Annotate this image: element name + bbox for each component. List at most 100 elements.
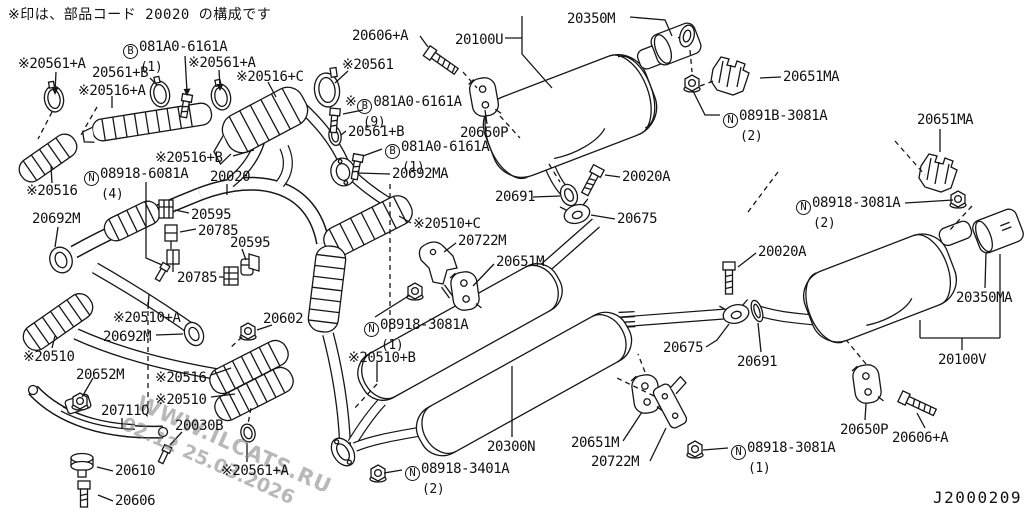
- part-label--20510: ※20510: [23, 350, 75, 364]
- bolts: [77, 44, 938, 508]
- leader-arrowheads: [52, 84, 224, 96]
- circled-letter: N: [723, 113, 738, 128]
- clip-parts: [158, 199, 260, 286]
- part-number: 20722M: [458, 233, 507, 249]
- part-number: ※20561: [342, 57, 394, 73]
- part-number: 20602: [263, 311, 304, 327]
- diagram-code: J2000209: [933, 488, 1023, 507]
- part-number: 081A0-6161A: [401, 139, 490, 155]
- part-label-20100u: 20100U: [455, 33, 504, 47]
- part-label--20510-c: ※20510+C: [413, 217, 481, 231]
- part-label-20561-b: 20561+B: [92, 66, 149, 80]
- part-label-20030b: 20030B: [175, 419, 224, 433]
- part-label-20606: 20606: [115, 494, 156, 508]
- dashed-assembly-lines: [37, 49, 973, 425]
- muffler-center-twin: [330, 263, 633, 467]
- circled-letter: N: [364, 322, 379, 337]
- part-number: ※20510+B: [348, 350, 416, 366]
- part-number: 20650P: [460, 125, 509, 141]
- circled-letter: N: [405, 466, 420, 481]
- circled-letter: B: [357, 99, 373, 114]
- part-label-20785: 20785: [177, 270, 218, 286]
- circled-letter: N: [84, 171, 99, 186]
- part-label--20561-a: ※20561+A: [18, 57, 86, 71]
- part-number: 20020: [210, 169, 251, 185]
- part-number: 20675: [617, 211, 658, 227]
- part-label-20595: 20595: [191, 207, 232, 223]
- part-label-20722m: 20722M: [591, 454, 640, 470]
- insulator-stack: [70, 452, 94, 478]
- part-number: 20651M: [571, 435, 620, 451]
- part-label--20516: ※20516: [26, 184, 78, 198]
- part-number: 20691: [737, 354, 778, 370]
- part-label-20651ma: 20651MA: [917, 112, 974, 128]
- part-number: 0891B-3081A: [739, 108, 828, 124]
- quantity: (4): [101, 187, 124, 202]
- part-label-20650p: 20650P: [460, 125, 509, 141]
- part-label--20561-a: ※20561+A: [188, 56, 256, 70]
- quantity: (9): [363, 115, 386, 130]
- part-label-20652m: 20652M: [76, 367, 125, 383]
- quantity: (1): [402, 160, 425, 175]
- part-label-20650p: 20650P: [840, 422, 889, 438]
- quantity: (1): [140, 60, 163, 75]
- circled-letter: N: [796, 200, 811, 215]
- part-number: 20651MA: [917, 112, 974, 128]
- star-mark: ※: [345, 94, 357, 110]
- part-label-20350ma: 20350MA: [956, 290, 1013, 306]
- part-number: ※20561+A: [188, 55, 256, 71]
- part-number: 20595: [191, 207, 232, 223]
- part-number: ※20516+C: [236, 69, 304, 85]
- part-number: 20561+B: [348, 124, 405, 140]
- part-number: 20650P: [840, 422, 889, 438]
- quantity: (2): [813, 216, 836, 231]
- part-label--20516-b: ※20516+B: [155, 151, 223, 165]
- part-label-20020a: 20020A: [758, 244, 807, 260]
- part-number: 20785: [177, 270, 218, 286]
- part-number: ※20516+B: [155, 150, 223, 166]
- part-number: 20595: [230, 235, 271, 251]
- muffler-rear-lower: [803, 220, 973, 344]
- muffler-tail-tip-lower: [972, 208, 1024, 254]
- hanger-brackets: [418, 56, 958, 429]
- quantity: (2): [740, 129, 763, 144]
- part-number: 081A0-6161A: [373, 94, 462, 110]
- part-label--20510: ※20510: [155, 393, 207, 407]
- part-label-20350m: 20350M: [567, 11, 616, 27]
- part-label--20561-a: ※20561+A: [221, 464, 289, 478]
- part-number: 08918-3081A: [380, 317, 469, 333]
- quantity: (1): [381, 338, 404, 353]
- part-number: 20692M: [103, 329, 152, 345]
- part-label-20606-a: 20606+A: [892, 431, 949, 445]
- quantity: (1): [748, 461, 771, 476]
- part-label--20561: ※20561: [342, 57, 394, 73]
- part-number: 20606+A: [352, 28, 409, 44]
- circled-letter: B: [123, 44, 138, 59]
- part-number: 20020A: [758, 244, 807, 260]
- part-number: 20300N: [487, 439, 536, 455]
- part-label-20651m: 20651M: [571, 435, 620, 451]
- part-number: 20692MA: [392, 166, 449, 182]
- part-label-20675: 20675: [617, 211, 658, 227]
- part-label-20691: 20691: [737, 354, 778, 370]
- part-number: 20722M: [591, 454, 640, 470]
- part-number: ※20516+A: [78, 83, 146, 99]
- part-label-20651m: 20651M: [496, 255, 545, 269]
- part-number: 08918-3401A: [421, 461, 510, 477]
- part-label-20722m: 20722M: [458, 233, 507, 249]
- part-number: 20350MA: [956, 290, 1013, 306]
- part-label-20610: 20610: [115, 464, 156, 478]
- part-number: 20350M: [567, 11, 616, 27]
- header-note: ※印は、部品コード 20020 の構成です: [8, 7, 272, 23]
- part-label-20711q: 20711Q: [101, 404, 150, 418]
- part-number: 20652M: [76, 367, 125, 383]
- part-label-20020a: 20020A: [622, 170, 671, 184]
